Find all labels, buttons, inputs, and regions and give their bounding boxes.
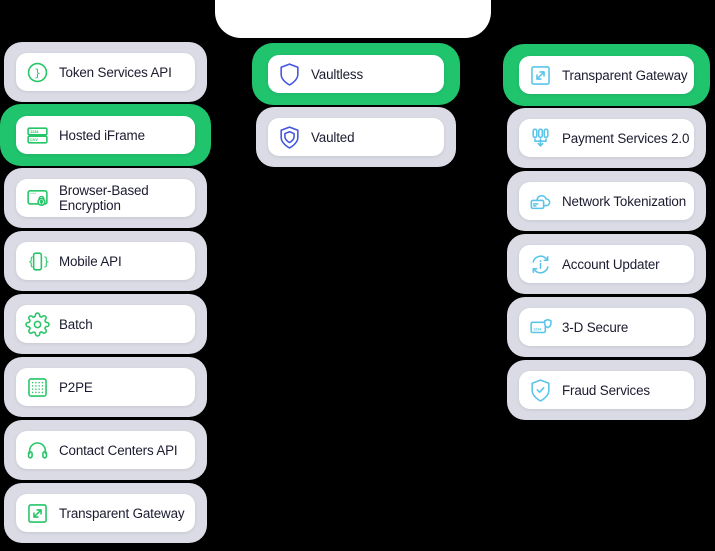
option-transparent-gateway[interactable]: Transparent Gateway: [503, 44, 710, 106]
option-label: 3-D Secure: [562, 319, 629, 335]
option-card: 1234 3-D Secure: [519, 308, 694, 346]
expand-arrow-icon: [528, 63, 553, 88]
option-fraud-services[interactable]: Fraud Services: [507, 360, 706, 420]
option-label: Vaulted: [311, 129, 355, 145]
token-brace-icon: }: [25, 60, 50, 85]
phone-braces-icon: {}: [25, 249, 50, 274]
option-card: P2PE: [16, 368, 195, 406]
option-label: Fraud Services: [562, 382, 650, 398]
option-batch[interactable]: Batch: [4, 294, 207, 354]
option-card: Account Updater: [519, 245, 694, 283]
option-token-services-api[interactable]: } Token Services API: [4, 42, 207, 102]
option-3-d-secure[interactable]: 1234 3-D Secure: [507, 297, 706, 357]
option-card: {} Mobile API: [16, 242, 195, 280]
gear-icon: [25, 311, 50, 337]
option-card: Contact Centers API: [16, 431, 195, 469]
option-label: Contact Centers API: [59, 442, 178, 458]
headset-icon: [25, 438, 50, 463]
option-account-updater[interactable]: Account Updater: [507, 234, 706, 294]
double-shield-icon: [277, 125, 302, 150]
cloud-card-icon: [528, 189, 553, 214]
keypad-grid-icon: [25, 375, 50, 400]
shield-check-icon: [528, 378, 553, 403]
option-label: Vaultless: [311, 66, 363, 82]
option-card: Fraud Services: [519, 371, 694, 409]
option-transparent-gateway[interactable]: Transparent Gateway: [4, 483, 207, 543]
svg-text:CVV: CVV: [30, 138, 38, 142]
refresh-info-icon: [528, 252, 553, 277]
option-contact-centers-api[interactable]: Contact Centers API: [4, 420, 207, 480]
option-p2pe[interactable]: P2PE: [4, 357, 207, 417]
option-card: } Token Services API: [16, 53, 195, 91]
option-card: Payment Services 2.0: [519, 119, 694, 157]
option-label: Hosted iFrame: [59, 127, 145, 143]
option-card: Batch: [16, 305, 195, 343]
option-label: Batch: [59, 316, 93, 332]
svg-text:1234: 1234: [533, 327, 541, 331]
option-label: Payment Services 2.0: [562, 130, 690, 146]
browser-lock-icon: [25, 186, 50, 211]
svg-text:}: }: [43, 254, 50, 268]
option-label: Transparent Gateway: [59, 505, 185, 521]
svg-text:1234: 1234: [30, 130, 39, 134]
option-label: Token Services API: [59, 64, 172, 80]
option-label: P2PE: [59, 379, 93, 395]
option-card: Transparent Gateway: [519, 56, 694, 94]
option-card: Network Tokenization: [519, 182, 694, 220]
option-card: Transparent Gateway: [16, 494, 195, 532]
top-cropped-pill: [215, 0, 491, 38]
option-network-tokenization[interactable]: Network Tokenization: [507, 171, 706, 231]
expand-arrow-icon: [25, 501, 50, 526]
option-label: Browser-Based Encryption: [59, 183, 149, 213]
option-label: Mobile API: [59, 253, 122, 269]
merge-flow-icon: [528, 126, 553, 151]
option-card: Browser-Based Encryption: [16, 179, 195, 217]
svg-text:}: }: [34, 66, 41, 79]
option-label: Transparent Gateway: [562, 67, 688, 83]
option-label: Network Tokenization: [562, 193, 687, 209]
option-mobile-api[interactable]: {} Mobile API: [4, 231, 207, 291]
option-payment-services-2-0[interactable]: Payment Services 2.0: [507, 108, 706, 168]
shield-icon: [277, 62, 302, 87]
svg-text:{: {: [28, 254, 35, 268]
option-card: Vaultless: [268, 55, 444, 93]
option-vaultless[interactable]: Vaultless: [252, 43, 460, 105]
option-vaulted[interactable]: Vaulted: [256, 107, 456, 167]
option-label: Account Updater: [562, 256, 660, 272]
card-shield-icon: 1234: [528, 315, 553, 340]
option-card: Vaulted: [268, 118, 444, 156]
option-browser-based-encryption[interactable]: Browser-Based Encryption: [4, 168, 207, 228]
